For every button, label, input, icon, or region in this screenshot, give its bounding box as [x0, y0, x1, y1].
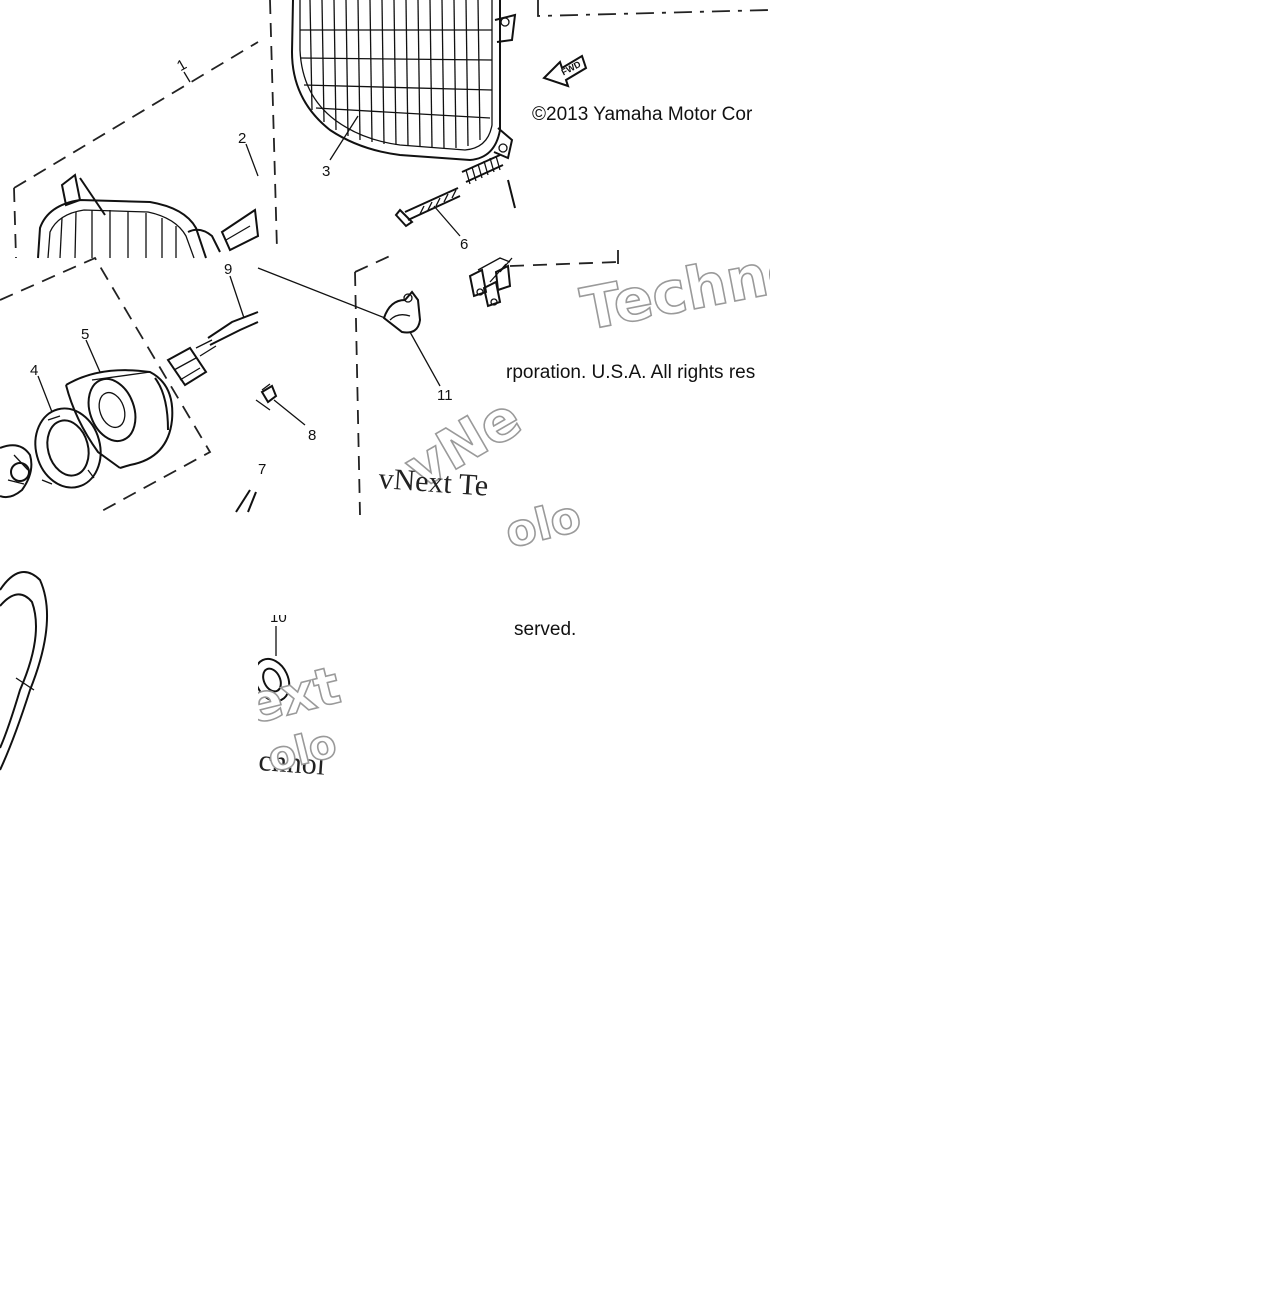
- wire-loop: [0, 571, 49, 771]
- fwd-label: FWD: [560, 59, 583, 78]
- left-headlight-assembly: [37, 173, 260, 259]
- assembly-boundary-lines: [0, 0, 771, 516]
- adjusting-screw-assembly: [394, 154, 516, 228]
- watermark-vnext-serif: vNext Te: [378, 462, 490, 503]
- harness-connectors: [468, 257, 513, 308]
- callout-6: 6: [460, 236, 468, 253]
- callout-numbers: 1 2 3 4 5 6 7 8 9 10 11: [30, 56, 468, 626]
- watermark-olo: olo: [500, 491, 586, 559]
- callout-3: 3: [322, 163, 330, 180]
- callout-11: 11: [437, 387, 453, 404]
- bulb-housing-assembly: [0, 311, 259, 499]
- callout-7: 7: [258, 461, 266, 478]
- headlight-lens-assembly: [290, 0, 517, 162]
- callout-5: 5: [81, 326, 89, 343]
- copyright-line-1: ©2013 Yamaha Motor Cor: [532, 104, 753, 125]
- clamp-part: [257, 267, 422, 334]
- callout-4: 4: [30, 362, 38, 379]
- copyright-line-3: served.: [514, 619, 576, 640]
- leader-lines: [37, 71, 461, 413]
- forward-arrow-icon: FWD: [542, 54, 588, 88]
- small-fasteners: [235, 383, 306, 513]
- copyright-line-2: rporation. U.S.A. All rights res: [506, 362, 755, 383]
- callout-9: 9: [224, 261, 232, 278]
- callout-2: 2: [238, 130, 246, 147]
- callout-1: 1: [174, 56, 190, 75]
- callout-8: 8: [308, 427, 316, 444]
- copyright-notice: ©2013 Yamaha Motor Cor rporation. U.S.A.…: [506, 104, 755, 640]
